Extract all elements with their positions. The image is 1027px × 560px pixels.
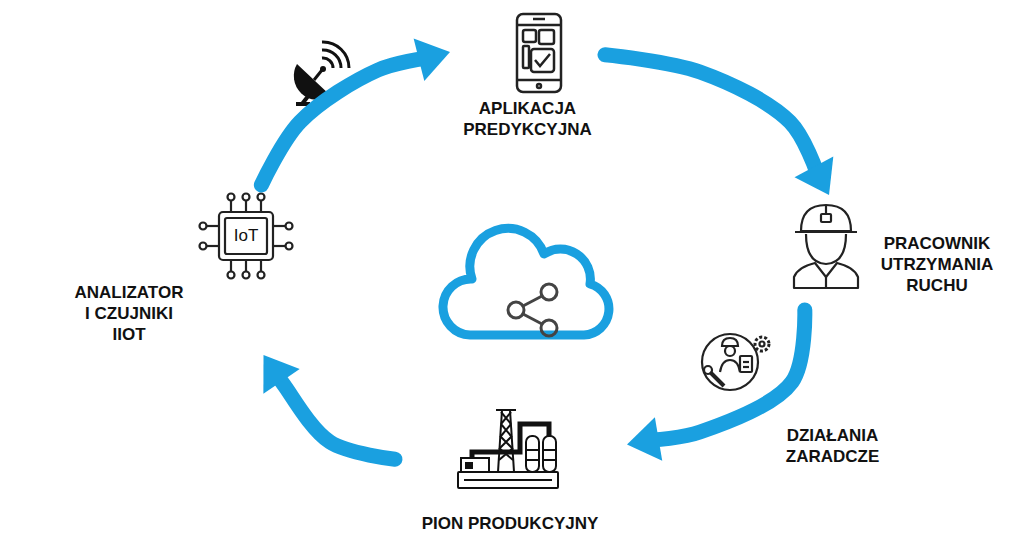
- node-label: APLIKACJA PREDYKCYJNA: [455, 98, 600, 140]
- chip-label: IoT: [219, 226, 273, 246]
- chip-pin: [207, 225, 219, 227]
- node-label: PRACOWNIK UTRZYMANIA RUCHU: [873, 233, 1001, 296]
- chip-pin: [230, 201, 232, 212]
- cycle-node: APLIKACJA PREDYKCYJNA: [450, 10, 605, 150]
- chip-pin: [245, 201, 247, 212]
- arrow-head: [627, 417, 662, 460]
- chip-pin-end: [228, 272, 235, 279]
- arrow-shaft: [278, 376, 395, 459]
- chip-pin: [260, 201, 262, 212]
- chip-pin-end: [258, 272, 265, 279]
- chip-pin-end: [286, 223, 293, 230]
- chip-pin-end: [243, 272, 250, 279]
- chip-pin: [245, 260, 247, 271]
- cycle-node: PRACOWNIK UTRZYMANIA RUCHU: [785, 195, 1005, 310]
- chip-pin: [273, 245, 285, 247]
- arrow-shaft: [653, 310, 805, 440]
- node-label: ANALIZATOR I CZUJNIKI IIOT: [70, 282, 188, 345]
- edge-label: DZIAŁANIA ZARADCZE: [770, 425, 895, 467]
- chip-pin-end: [200, 243, 207, 250]
- chip-pin-end: [286, 243, 293, 250]
- cycle-arrow: [605, 55, 833, 195]
- arrow-head: [263, 355, 299, 394]
- cycle-arrow: [261, 38, 450, 185]
- cycle-node: ANALIZATOR I CZUJNIKI IIOT: [70, 185, 285, 355]
- worker-icon: [794, 205, 858, 288]
- corrective-action-icon: [702, 334, 769, 390]
- chip-pin-end: [258, 194, 265, 201]
- cycle-arrow: [263, 355, 395, 459]
- arrow-head: [795, 156, 834, 195]
- chip-pin: [207, 245, 219, 247]
- cloud-icon: [443, 228, 609, 336]
- node-label: PION PRODUKCYJNY: [395, 513, 625, 534]
- chip-pin-end: [243, 194, 250, 201]
- factory-icon: [458, 410, 558, 488]
- arrow-head: [414, 38, 450, 81]
- arrow-shaft: [261, 58, 424, 185]
- chip-pin-end: [200, 223, 207, 230]
- arrow-shaft: [605, 55, 817, 172]
- chip-pin: [230, 260, 232, 271]
- cycle-node: PION PRODUKCYJNY: [395, 400, 627, 548]
- chip-pin: [260, 260, 262, 271]
- chip-pin-end: [228, 194, 235, 201]
- cycle-arrow: [627, 310, 805, 461]
- chip-pin: [273, 225, 285, 227]
- iot-chip-icon: [200, 194, 293, 279]
- phone-icon: [517, 14, 561, 92]
